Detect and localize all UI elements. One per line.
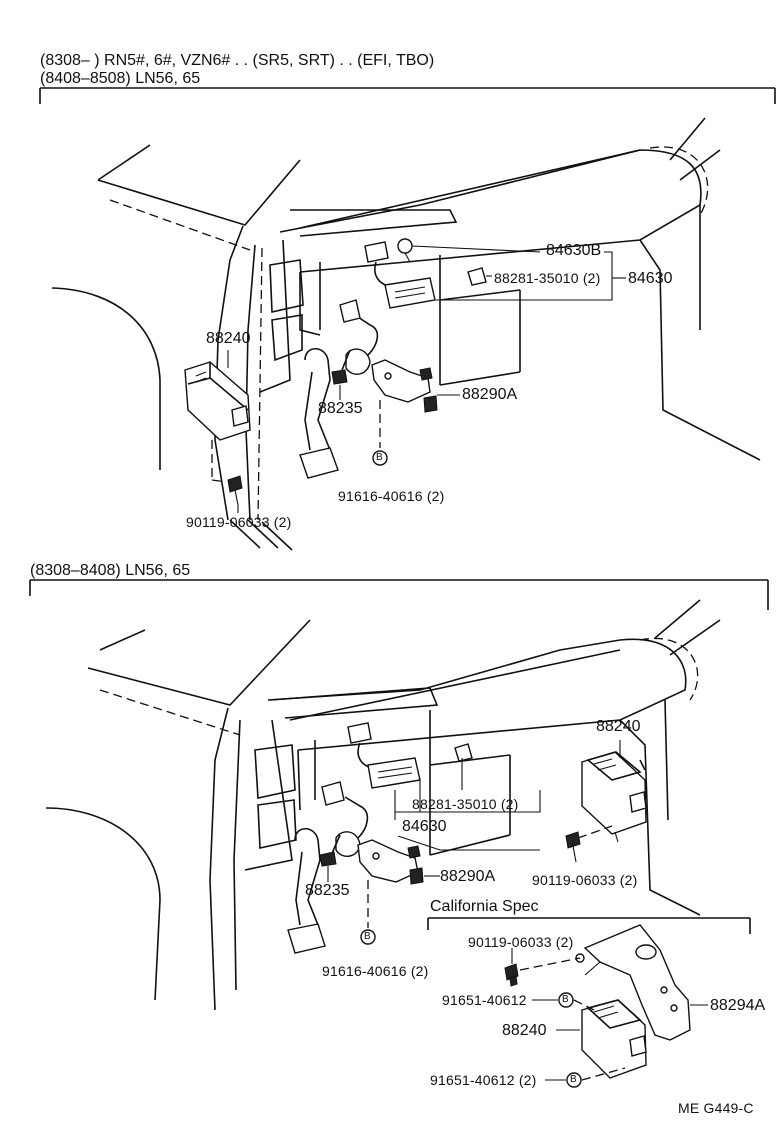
label-91651-40612: 91651-40612: [442, 992, 527, 1008]
california-leader-lines: [532, 999, 708, 1081]
b-marker: B: [562, 994, 569, 1005]
california-spec-frame: [427, 917, 751, 934]
b-marker-circles: [360, 450, 582, 1088]
label-88290a: 88290A: [440, 868, 496, 885]
section2-frame: [29, 579, 769, 610]
b-marker: B: [364, 931, 371, 942]
label-88290a: 88290A: [462, 386, 518, 403]
label-88235: 88235: [318, 400, 363, 417]
label-91651-40612-2: 91651-40612 (2): [430, 1072, 537, 1088]
header-line1: (8308– ) RN5#, 6#, VZN6# . . (SR5, SRT) …: [40, 52, 435, 69]
label-90119-06033: 90119-06033 (2): [186, 514, 292, 530]
label-88281-35010: 88281-35010 (2): [494, 270, 601, 286]
label-88240: 88240: [596, 718, 641, 735]
b-marker: B: [376, 452, 383, 463]
california-spec-title: California Spec: [430, 898, 539, 915]
bottom-switch-88235: [319, 781, 369, 867]
label-88240: 88240: [206, 330, 251, 347]
top-leader-lines: [211, 245, 626, 513]
label-88240: 88240: [502, 1022, 547, 1039]
header-line2: (8408–8508) LN56, 65: [40, 70, 201, 87]
label-90119-06033: 90119-06033 (2): [468, 934, 574, 950]
top-computer-88240: [184, 361, 251, 441]
bottom-leader-lines: [327, 740, 621, 928]
bottom-computer-88240: [581, 751, 647, 843]
footer-code: ME G449-C: [678, 1100, 754, 1116]
california-bolt-90119: [504, 948, 581, 987]
label-84630b: 84630B: [546, 242, 602, 259]
label-88281-35010: 88281-35010 (2): [412, 796, 519, 812]
bottom-clutch-pedal: [287, 827, 326, 954]
label-88235: 88235: [305, 882, 350, 899]
label-84630: 84630: [402, 818, 447, 835]
top-bolt-90119: [227, 475, 243, 506]
bottom-bolt-90119: [565, 825, 613, 863]
top-switch-88235: [331, 299, 379, 385]
label-88294a: 88294A: [710, 997, 766, 1014]
top-bracket-88290a: [371, 359, 438, 413]
top-clutch-pedal: [299, 347, 339, 479]
label-90119-06033: 90119-06033 (2): [532, 872, 638, 888]
bottom-bracket-88290a: [357, 839, 424, 885]
top-harness-84630: [364, 238, 487, 309]
california-computer-88240: [581, 999, 647, 1079]
bottom-harness-84630: [347, 722, 473, 789]
section2-title: (8308–8408) LN56, 65: [30, 562, 191, 579]
top-dashboard-outline: [51, 117, 761, 551]
label-91616-40616: 91616-40616 (2): [338, 488, 445, 504]
label-91616-40616: 91616-40616 (2): [322, 963, 429, 979]
b-marker: B: [570, 1074, 577, 1085]
bottom-dashboard-outline: [45, 599, 721, 1011]
section1-frame: [39, 87, 776, 104]
label-84630: 84630: [628, 270, 673, 287]
